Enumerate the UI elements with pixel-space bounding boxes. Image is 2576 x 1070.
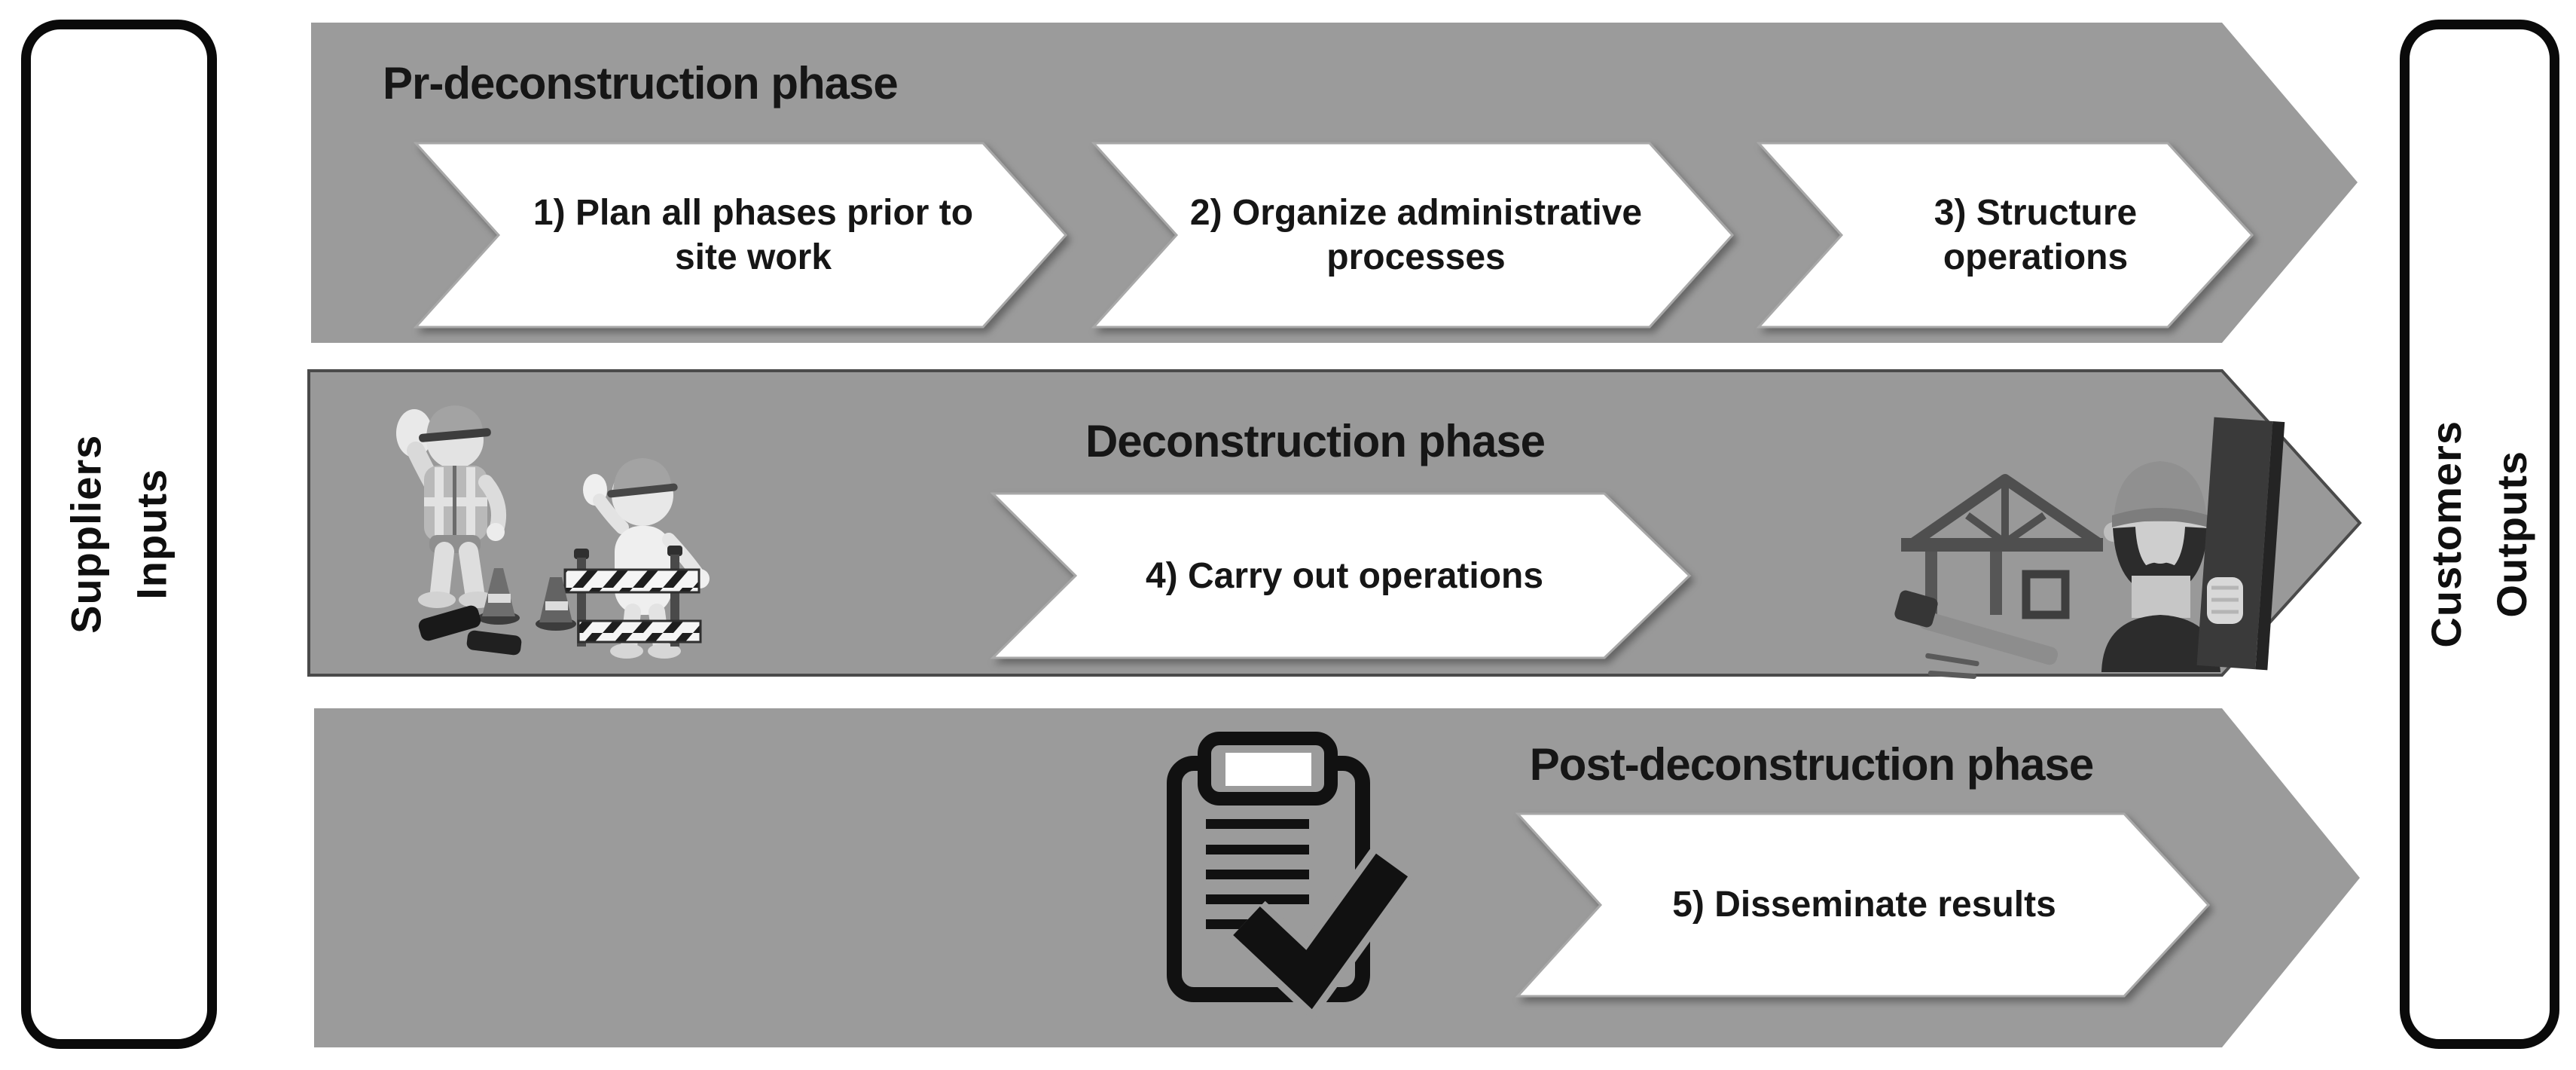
customers-line: Customers [2422, 420, 2471, 648]
inputs-line: Inputs [127, 469, 175, 600]
suppliers-line: Suppliers [62, 434, 110, 634]
suppliers-inputs-box: Suppliers Inputs [21, 20, 217, 1049]
outputs-line: Outputs [2488, 451, 2535, 618]
phase-title-post: Post-deconstruction phase [1529, 739, 2094, 790]
step-label-2: 2) Organize administrative processes [1189, 193, 1643, 277]
step-label-1: 1) Plan all phases prior to site work [533, 193, 974, 277]
step-label-3: 3) Structure operations [1934, 193, 2138, 277]
phase-title-pre: Pr-deconstruction phase [383, 58, 899, 109]
phase-title-deconstruction: Deconstruction phase [1085, 416, 1546, 467]
construction-workers-3d-image [396, 405, 710, 659]
chevron-step-3 [1756, 142, 2254, 329]
chevron-step-2 [1091, 142, 1735, 329]
step-label-5: 5) Disseminate results [1672, 884, 2056, 925]
suppliers-inputs-label: Suppliers Inputs [53, 435, 185, 634]
chevron-step-5 [1515, 812, 2211, 998]
chevron-step-4 [990, 492, 1692, 659]
builder-with-plank-illustration [1894, 417, 2285, 680]
chevron-step-1 [413, 142, 1068, 329]
step-label-4: 4) Carry out operations [1145, 555, 1544, 596]
customers-outputs-box: Customers Outputs [2400, 20, 2559, 1049]
clipboard-check-icon [1167, 732, 1415, 1021]
customers-outputs-label: Customers Outputs [2414, 420, 2545, 648]
